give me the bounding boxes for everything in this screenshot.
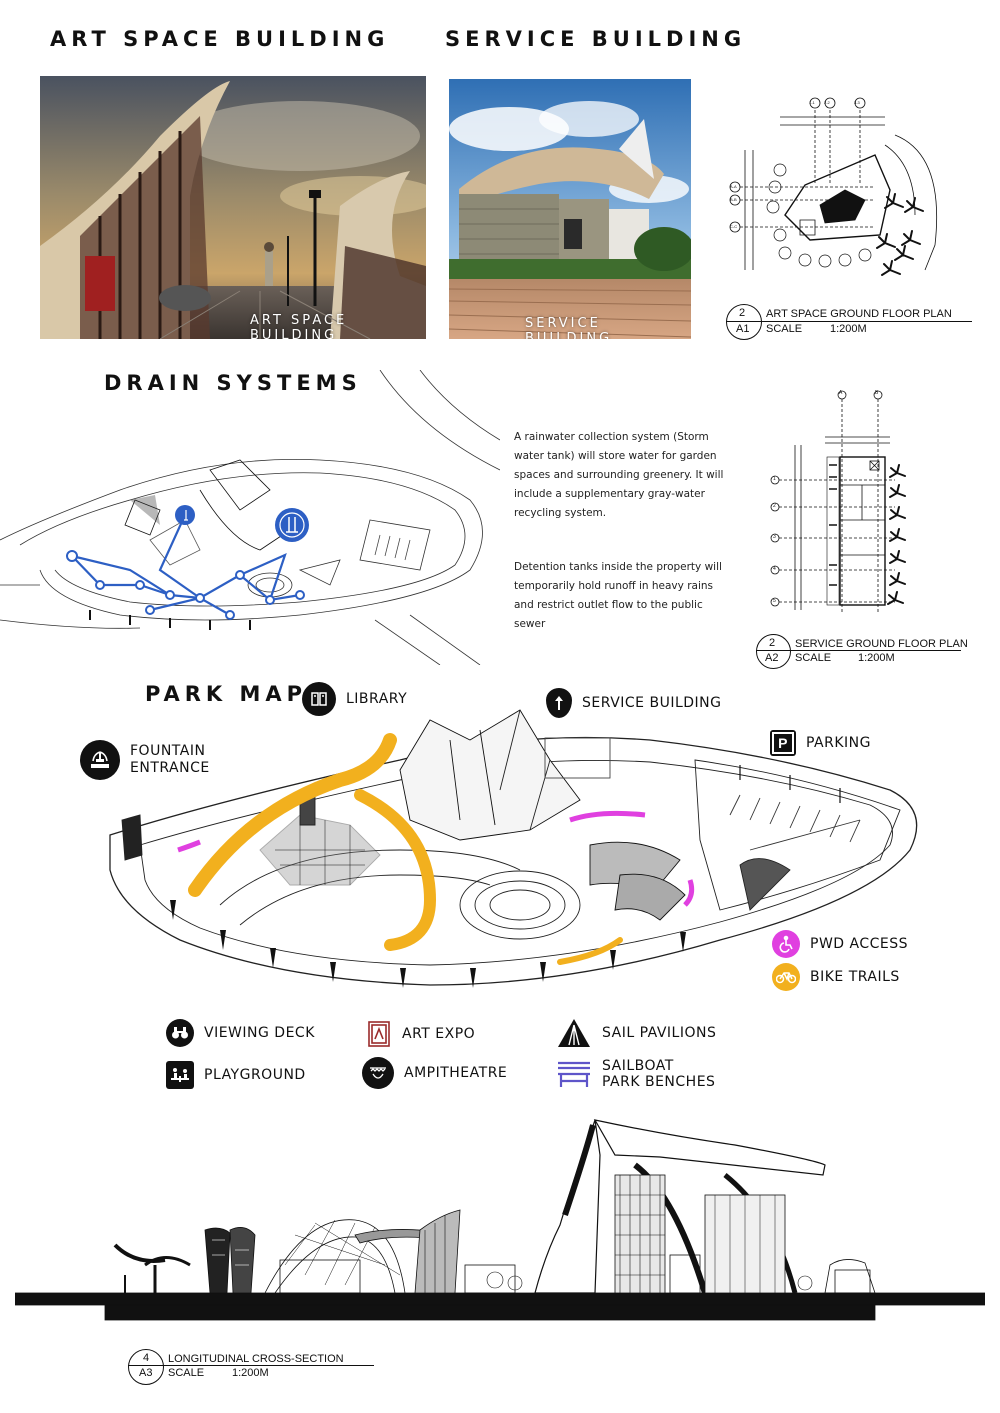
grid-label: B (875, 390, 879, 396)
service-floor-plan: A B 1 2 3 4 5 (765, 385, 925, 625)
section-tag-number: 4 (143, 1352, 150, 1364)
legend-viewing-deck: VIEWING DECK (166, 1019, 315, 1047)
plan-tag-sheet: A2 (765, 652, 779, 664)
section-tag-title: LONGITUDINAL CROSS-SECTION (168, 1353, 344, 1365)
grid-label: 4 (773, 566, 776, 572)
callout-service-building: SERVICE BUILDING (546, 688, 721, 718)
section-tag-scale: 1:200M (232, 1367, 269, 1379)
fountain-icon (80, 740, 120, 780)
plan-tag-line (726, 321, 972, 322)
service-photo-caption: SERVICE BUILDING (525, 316, 613, 339)
art-photo-caption: ART SPACE BUILDING (250, 313, 348, 339)
grid-label: 2-2 (824, 100, 830, 105)
drain-systems-map (0, 369, 501, 666)
callout-parking: P PARKING (770, 730, 871, 756)
section-tag-scale-label: SCALE (168, 1367, 205, 1379)
legend-sail-pavilions: SAIL PAVILIONS (556, 1016, 716, 1050)
wheelchair-icon (772, 930, 800, 958)
plan-tag-line (756, 650, 961, 651)
playground-label: PLAYGROUND (204, 1067, 306, 1083)
section-tag-circle (128, 1349, 164, 1385)
longitudinal-section (14, 1115, 986, 1325)
callout-fountain-entrance: FOUNTAIN ENTRANCE (80, 740, 210, 780)
grid-label: 2 (773, 503, 776, 509)
park-map-heading: PARK MAP (145, 682, 308, 706)
grid-label: C-C (730, 224, 738, 229)
callout-library: LIBRARY (302, 682, 407, 716)
art-expo-icon (366, 1019, 392, 1049)
library-label: LIBRARY (346, 691, 408, 707)
legend-playground: PLAYGROUND (166, 1061, 306, 1089)
bench-icon (556, 1059, 592, 1089)
legend-art-expo: ART EXPO (366, 1019, 475, 1049)
plan-tag-sheet: A1 (736, 323, 750, 335)
grid-label: 1 (773, 476, 776, 482)
service-building-label: SERVICE BUILDING (582, 695, 722, 711)
callout-bike-trails: BIKE TRAILS (772, 963, 900, 991)
bike-icon (772, 963, 800, 991)
ampitheatre-icon (362, 1057, 394, 1089)
grid-label: 3-3 (854, 100, 860, 105)
plan-tag-scale-label: SCALE (766, 323, 803, 335)
park-map-drawing (100, 700, 930, 1000)
service-heading: SERVICE BUILDING (445, 27, 747, 51)
drain-paragraph-1: A rainwater collection system (Storm wat… (514, 431, 724, 519)
library-icon (302, 682, 336, 716)
fountain-entrance-label: FOUNTAIN ENTRANCE (130, 743, 210, 776)
grid-label: A (839, 390, 843, 396)
art-space-render: ART SPACE BUILDING (40, 76, 426, 339)
plan-tag-circle (726, 304, 762, 340)
grid-label: A-A (730, 184, 737, 189)
plan-tag-scale: 1:200M (830, 323, 867, 335)
art-space-floor-plan: 1-1 2-2 3-3 A-A B-B C-C (725, 95, 965, 300)
service-building-icon (546, 688, 572, 718)
legend-park-benches: SAILBOAT PARK BENCHES (556, 1058, 715, 1090)
plan-tag-scale: 1:200M (858, 652, 895, 664)
section-tag-line (128, 1365, 374, 1366)
art-space-heading: ART SPACE BUILDING (50, 27, 390, 51)
grid-label: B-B (730, 197, 737, 202)
park-benches-label: SAILBOAT PARK BENCHES (602, 1058, 716, 1090)
plan-tag-scale-label: SCALE (795, 652, 832, 664)
service-render: SERVICE BUILDING (449, 79, 691, 339)
playground-icon (166, 1061, 194, 1089)
plan-tag-title: ART SPACE GROUND FLOOR PLAN (766, 308, 952, 320)
grid-label: 5 (773, 598, 776, 604)
parking-label: PARKING (806, 735, 871, 751)
plan-tag-number: 2 (739, 307, 746, 319)
bike-trails-label: BIKE TRAILS (810, 969, 900, 985)
art-expo-label: ART EXPO (402, 1026, 476, 1042)
sail-pavilion-icon (556, 1016, 592, 1050)
ampitheatre-label: AMPITHEATRE (404, 1065, 508, 1081)
plan-tag-title: SERVICE GROUND FLOOR PLAN (795, 638, 968, 650)
legend-ampitheatre: AMPITHEATRE (362, 1057, 507, 1089)
plan-tag-number: 2 (769, 637, 776, 649)
parking-icon: P (770, 730, 796, 756)
callout-pwd-access: PWD ACCESS (772, 930, 908, 958)
viewing-deck-label: VIEWING DECK (204, 1025, 315, 1041)
section-tag-sheet: A3 (139, 1367, 153, 1379)
sail-pavilions-label: SAIL PAVILIONS (602, 1025, 717, 1041)
plan-tag-circle (756, 634, 791, 669)
grid-label: 1-1 (809, 100, 815, 105)
drain-paragraph-2: Detention tanks inside the property will… (514, 561, 722, 630)
pwd-access-label: PWD ACCESS (810, 936, 909, 952)
grid-label: 3 (773, 534, 776, 540)
binoculars-icon (166, 1019, 194, 1047)
drain-systems-heading: DRAIN SYSTEMS (104, 371, 362, 395)
